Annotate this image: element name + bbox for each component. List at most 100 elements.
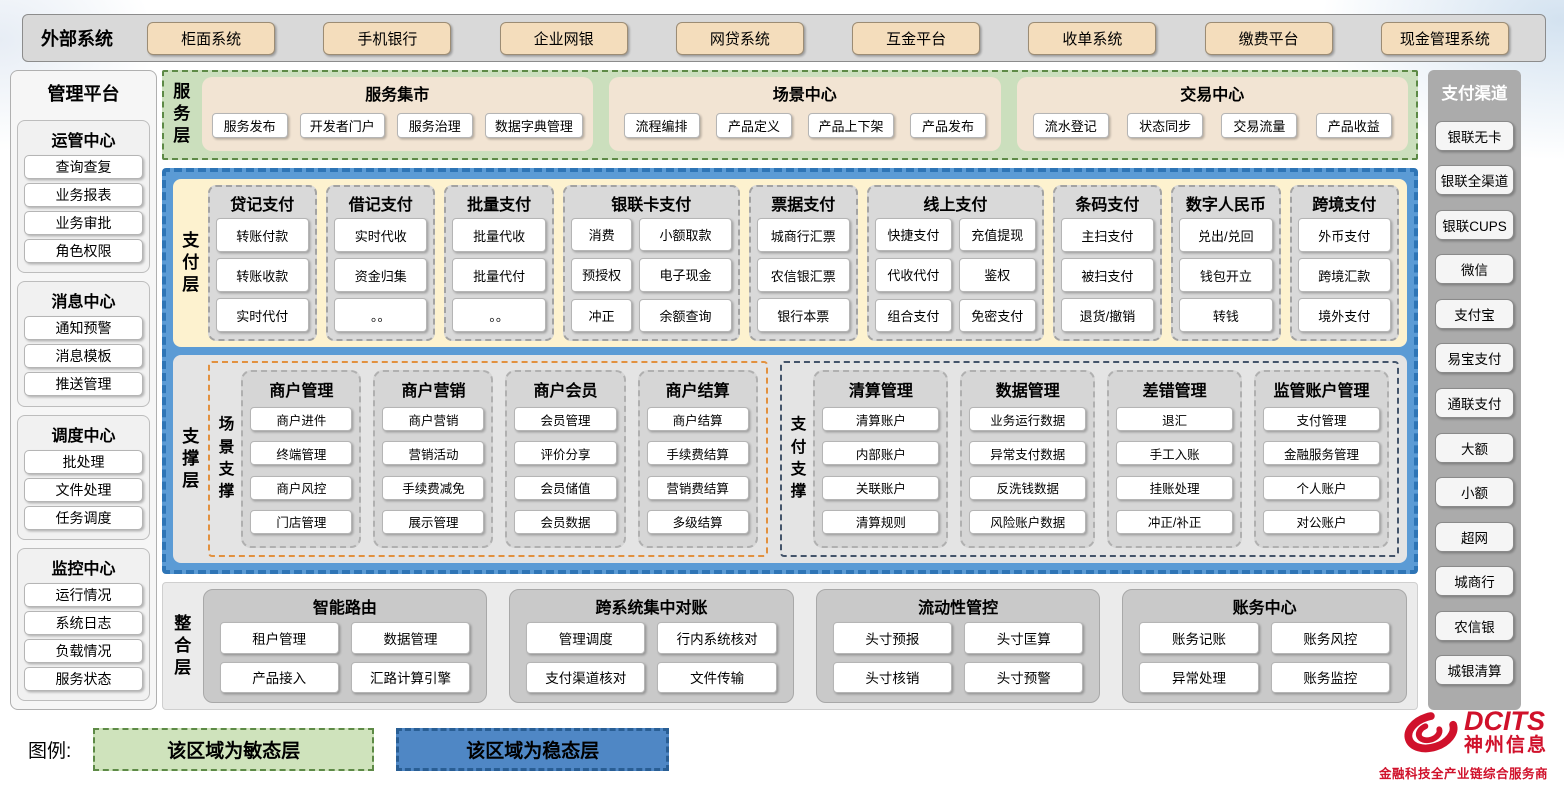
payment-channel-box: 农信银 xyxy=(1435,610,1514,641)
management-item-box: 推送管理 xyxy=(24,372,143,397)
payment-item-box: 。。 xyxy=(333,298,428,332)
support-group-title: 数据管理 xyxy=(995,383,1060,400)
payment-item-box: 快捷支付 xyxy=(875,218,952,252)
legend-agile-box: 该区域为敏态层 xyxy=(93,728,375,771)
service-layer-label: 服务层 xyxy=(173,81,191,146)
support-group-clearing: 清算管理 清算账户内部账户关联账户清算规则 xyxy=(813,370,949,548)
support-layer: 支撑层 场景支撑 商户管理 商户进件终端管理商户风控门店管理 商户营销 商户营销… xyxy=(173,355,1407,563)
integration-item-box: 租户管理 xyxy=(219,622,339,654)
external-system-box: 手机银行 xyxy=(323,21,452,55)
payment-group-items: 兑出/兑回钱包开立转钱 xyxy=(1179,218,1273,332)
payment-item-box: 被扫支付 xyxy=(1060,258,1155,292)
management-item-box: 角色权限 xyxy=(24,239,143,263)
scenario-support-section: 场景支撑 商户管理 商户进件终端管理商户风控门店管理 商户营销 商户营销营销活动… xyxy=(207,361,768,557)
payment-item-box: 。。 xyxy=(452,298,546,332)
integration-group-title: 流动性管控 xyxy=(918,600,999,617)
legend-label: 图例: xyxy=(28,741,72,762)
support-item-box: 业务运行数据 xyxy=(969,407,1087,432)
integration-item-box: 数据管理 xyxy=(350,622,471,654)
support-item-box: 反洗钱数据 xyxy=(969,475,1087,500)
management-item-box: 消息模板 xyxy=(24,344,143,369)
support-item-box: 商户进件 xyxy=(250,407,353,432)
management-section-monitoring: 监控中心 运行情况系统日志负载情况服务状态 xyxy=(17,548,150,701)
management-section-items: 查询查复业务报表业务审批角色权限 xyxy=(23,153,144,265)
management-section-items: 运行情况系统日志负载情况服务状态 xyxy=(23,581,144,693)
payment-item-box: 小额取款 xyxy=(639,218,732,252)
payment-group-bill: 票据支付 城商行汇票农信银汇票银行本票 xyxy=(748,185,858,341)
payment-support-section: 支付支撑 清算管理 清算账户内部账户关联账户清算规则 数据管理 业务运行数据异常… xyxy=(779,361,1399,557)
service-groups: 服务集市 服务发布开发者门户服务治理数据字典管理 场景中心 流程编排产品定义产品… xyxy=(201,77,1408,151)
support-item-box: 终端管理 xyxy=(250,441,353,466)
management-platform-title: 管理平台 xyxy=(47,84,120,104)
payment-channel-box: 易宝支付 xyxy=(1435,343,1514,374)
scenario-support-label: 场景支撑 xyxy=(218,416,235,501)
support-group-title: 商户管理 xyxy=(269,383,334,400)
management-section-scheduling: 调度中心 批处理文件处理任务调度 xyxy=(17,414,150,540)
support-item-box: 退汇 xyxy=(1116,407,1234,432)
support-item-box: 异常支付数据 xyxy=(969,441,1087,466)
support-item-box: 关联账户 xyxy=(822,475,940,500)
support-group-items: 会员管理评价分享会员储值会员数据 xyxy=(514,403,617,538)
support-group-merchant-mgmt: 商户管理 商户进件终端管理商户风控门店管理 xyxy=(241,370,362,548)
support-group-items: 商户结算手续费结算营销费结算多级结算 xyxy=(646,403,749,538)
payment-group-online: 线上支付 快捷支付充值提现代收代付鉴权组合支付免密支付 xyxy=(867,185,1044,341)
external-systems-label: 外部系统 xyxy=(41,29,113,49)
service-group-items: 服务发布开发者门户服务治理数据字典管理 xyxy=(211,108,583,142)
integration-item-box: 异常处理 xyxy=(1139,661,1259,693)
support-item-box: 风险账户数据 xyxy=(969,509,1087,534)
payment-support-groups: 清算管理 清算账户内部账户关联账户清算规则 数据管理 业务运行数据异常支付数据反… xyxy=(813,370,1390,548)
payment-group-unionpay-card: 银联卡支付 消费小额取款预授权电子现金冲正余额查询 xyxy=(562,185,740,341)
service-item-box: 交易流量 xyxy=(1221,112,1298,138)
service-item-box: 流水登记 xyxy=(1032,112,1109,138)
service-item-box: 产品收益 xyxy=(1315,112,1392,138)
service-item-box: 产品定义 xyxy=(716,112,792,138)
payment-item-box: 转账收款 xyxy=(215,258,309,292)
service-group-scenario: 场景中心 流程编排产品定义产品上下架产品发布 xyxy=(609,77,1001,151)
integration-layer-label: 整合层 xyxy=(174,613,192,678)
external-system-box: 柜面系统 xyxy=(147,21,276,55)
payment-item-box: 境外支付 xyxy=(1297,298,1392,332)
payment-group-debit: 借记支付 实时代收资金归集。。 xyxy=(325,185,436,341)
payment-group-items: 转账付款转账收款实时代付 xyxy=(215,218,309,332)
payment-group-barcode: 条码支付 主扫支付被扫支付退货/撤销 xyxy=(1052,185,1163,341)
support-item-box: 个人账户 xyxy=(1263,475,1381,500)
payment-group-items: 快捷支付充值提现代收代付鉴权组合支付免密支付 xyxy=(875,218,1036,332)
payment-item-box: 余额查询 xyxy=(639,298,732,332)
integration-group-accounting: 账务中心 账务记账账务风控异常处理账务监控 xyxy=(1122,589,1407,703)
support-sections: 场景支撑 商户管理 商户进件终端管理商户风控门店管理 商户营销 商户营销营销活动… xyxy=(207,361,1399,557)
payment-item-box: 转账付款 xyxy=(215,218,309,252)
external-system-box: 互金平台 xyxy=(852,21,981,55)
support-group-items: 退汇手工入账挂账处理冲正/补正 xyxy=(1116,403,1234,538)
payment-item-box: 实时代收 xyxy=(333,218,428,252)
management-section-title: 调度中心 xyxy=(51,427,116,445)
integration-item-box: 头寸匡算 xyxy=(964,622,1084,654)
management-section-operations: 运管中心 查询查复业务报表业务审批角色权限 xyxy=(17,120,150,273)
support-item-box: 门店管理 xyxy=(250,509,353,534)
management-section-message: 消息中心 通知预警消息模板推送管理 xyxy=(17,281,150,407)
management-item-box: 系统日志 xyxy=(24,611,143,635)
service-item-box: 流程编排 xyxy=(623,112,700,138)
integration-item-box: 头寸预报 xyxy=(832,622,953,654)
support-group-title: 监管账户管理 xyxy=(1273,383,1370,400)
external-system-box: 收单系统 xyxy=(1028,21,1157,55)
external-system-box: 网贷系统 xyxy=(675,21,804,55)
integration-group-items: 租户管理数据管理产品接入汇路计算引擎 xyxy=(216,622,475,693)
support-item-box: 清算规则 xyxy=(822,509,940,534)
management-platform-panel: 管理平台 运管中心 查询查复业务报表业务审批角色权限 消息中心 通知预警消息模板… xyxy=(10,70,157,710)
payment-layer-label: 支付层 xyxy=(182,230,200,295)
payment-group-title: 跨境支付 xyxy=(1312,197,1377,214)
payment-group-items: 实时代收资金归集。。 xyxy=(333,218,428,332)
payment-group-cross-border: 跨境支付 外币支付跨境汇款境外支付 xyxy=(1289,185,1400,341)
integration-layer: 整合层 智能路由 租户管理数据管理产品接入汇路计算引擎 跨系统集中对账 管理调度… xyxy=(162,582,1418,710)
support-group-title: 差错管理 xyxy=(1142,383,1207,400)
payment-channel-box: 小额 xyxy=(1435,477,1514,508)
support-item-box: 手续费减免 xyxy=(382,475,485,500)
support-item-box: 挂账处理 xyxy=(1116,475,1234,500)
service-group-title: 场景中心 xyxy=(772,87,837,104)
management-item-box: 任务调度 xyxy=(24,505,143,530)
integration-group-title: 智能路由 xyxy=(312,600,377,617)
logo-company: 神州信息 xyxy=(1463,734,1548,756)
support-item-box: 商户结算 xyxy=(646,407,749,432)
